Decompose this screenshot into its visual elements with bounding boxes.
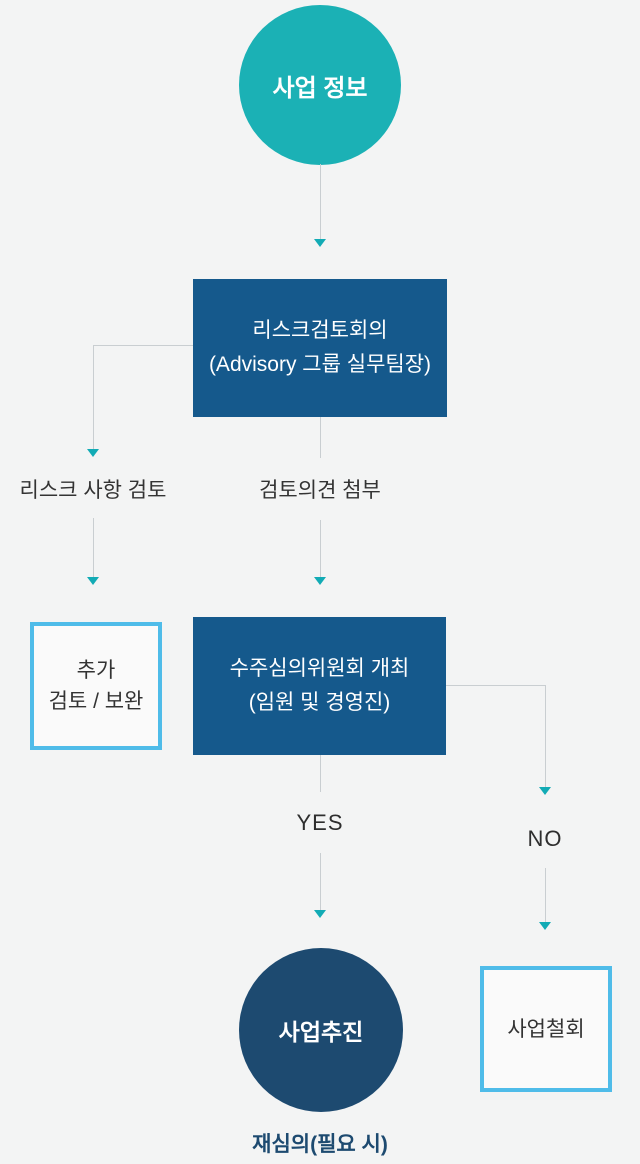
connector-risk-meeting-down <box>320 417 321 458</box>
arrow-down-icon <box>87 577 99 585</box>
connector-risk-review-to-additional-box <box>93 518 94 577</box>
edge-label-opinion-attach: 검토의견 첨부 <box>259 479 381 502</box>
connector-no-to-withdraw <box>545 868 546 922</box>
decision-label-yes: YES <box>296 810 344 835</box>
connector-committee-down <box>320 755 321 792</box>
connector-yes-to-proceed <box>320 853 321 910</box>
node-additional-review-line1: 추가 <box>76 659 116 682</box>
node-risk-review-meeting-line2: (Advisory 그룹 실무팀장) <box>208 353 432 376</box>
node-additional-review: 추가 검토 / 보완 <box>30 622 162 750</box>
arrow-down-icon <box>314 239 326 247</box>
arrow-down-icon <box>539 922 551 930</box>
node-business-withdraw: 사업철회 <box>480 966 612 1092</box>
decision-label-no: NO <box>527 826 563 851</box>
connector-committee-right-horizontal <box>446 685 545 686</box>
edge-label-risk-review: 리스크 사항 검토 <box>19 479 167 502</box>
node-order-committee: 수주심의위원회 개최 (임원 및 경영진) <box>193 617 446 755</box>
node-risk-review-meeting: 리스크검토회의 (Advisory 그룹 실무팀장) <box>193 279 447 417</box>
arrow-down-icon <box>87 449 99 457</box>
arrow-down-icon <box>314 577 326 585</box>
arrow-down-icon <box>539 787 551 795</box>
connector-start-to-risk-meeting <box>320 164 321 239</box>
connector-risk-meeting-left-horizontal <box>93 345 193 346</box>
node-business-proceed: 사업추진 <box>239 948 403 1112</box>
node-business-proceed-label: 사업추진 <box>278 1019 364 1045</box>
node-risk-review-meeting-line1: 리스크검토회의 <box>252 319 388 342</box>
node-additional-review-line2: 검토 / 보완 <box>48 690 144 713</box>
node-order-committee-line2: (임원 및 경영진) <box>248 691 391 714</box>
arrow-down-icon <box>314 910 326 918</box>
node-order-committee-line1: 수주심의위원회 개최 <box>229 657 410 680</box>
connector-opinion-attach-to-committee <box>320 520 321 577</box>
connector-left-branch-down <box>93 345 94 449</box>
node-business-withdraw-label: 사업철회 <box>507 1017 585 1041</box>
node-business-info-label: 사업 정보 <box>272 74 368 102</box>
node-business-info: 사업 정보 <box>239 5 401 165</box>
connector-no-branch-down <box>545 685 546 787</box>
footnote-rereview: 재심의(필요 시) <box>252 1133 388 1156</box>
